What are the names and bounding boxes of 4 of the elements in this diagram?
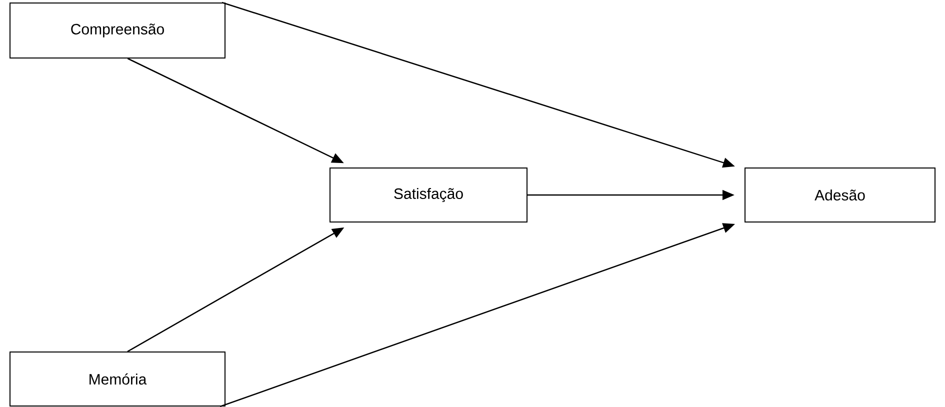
process-box: Compreensão — [10, 2, 226, 58]
process-box: Satisfação — [330, 168, 528, 222]
process-box: Memória — [10, 352, 226, 406]
process-box: Adesão — [744, 168, 936, 222]
